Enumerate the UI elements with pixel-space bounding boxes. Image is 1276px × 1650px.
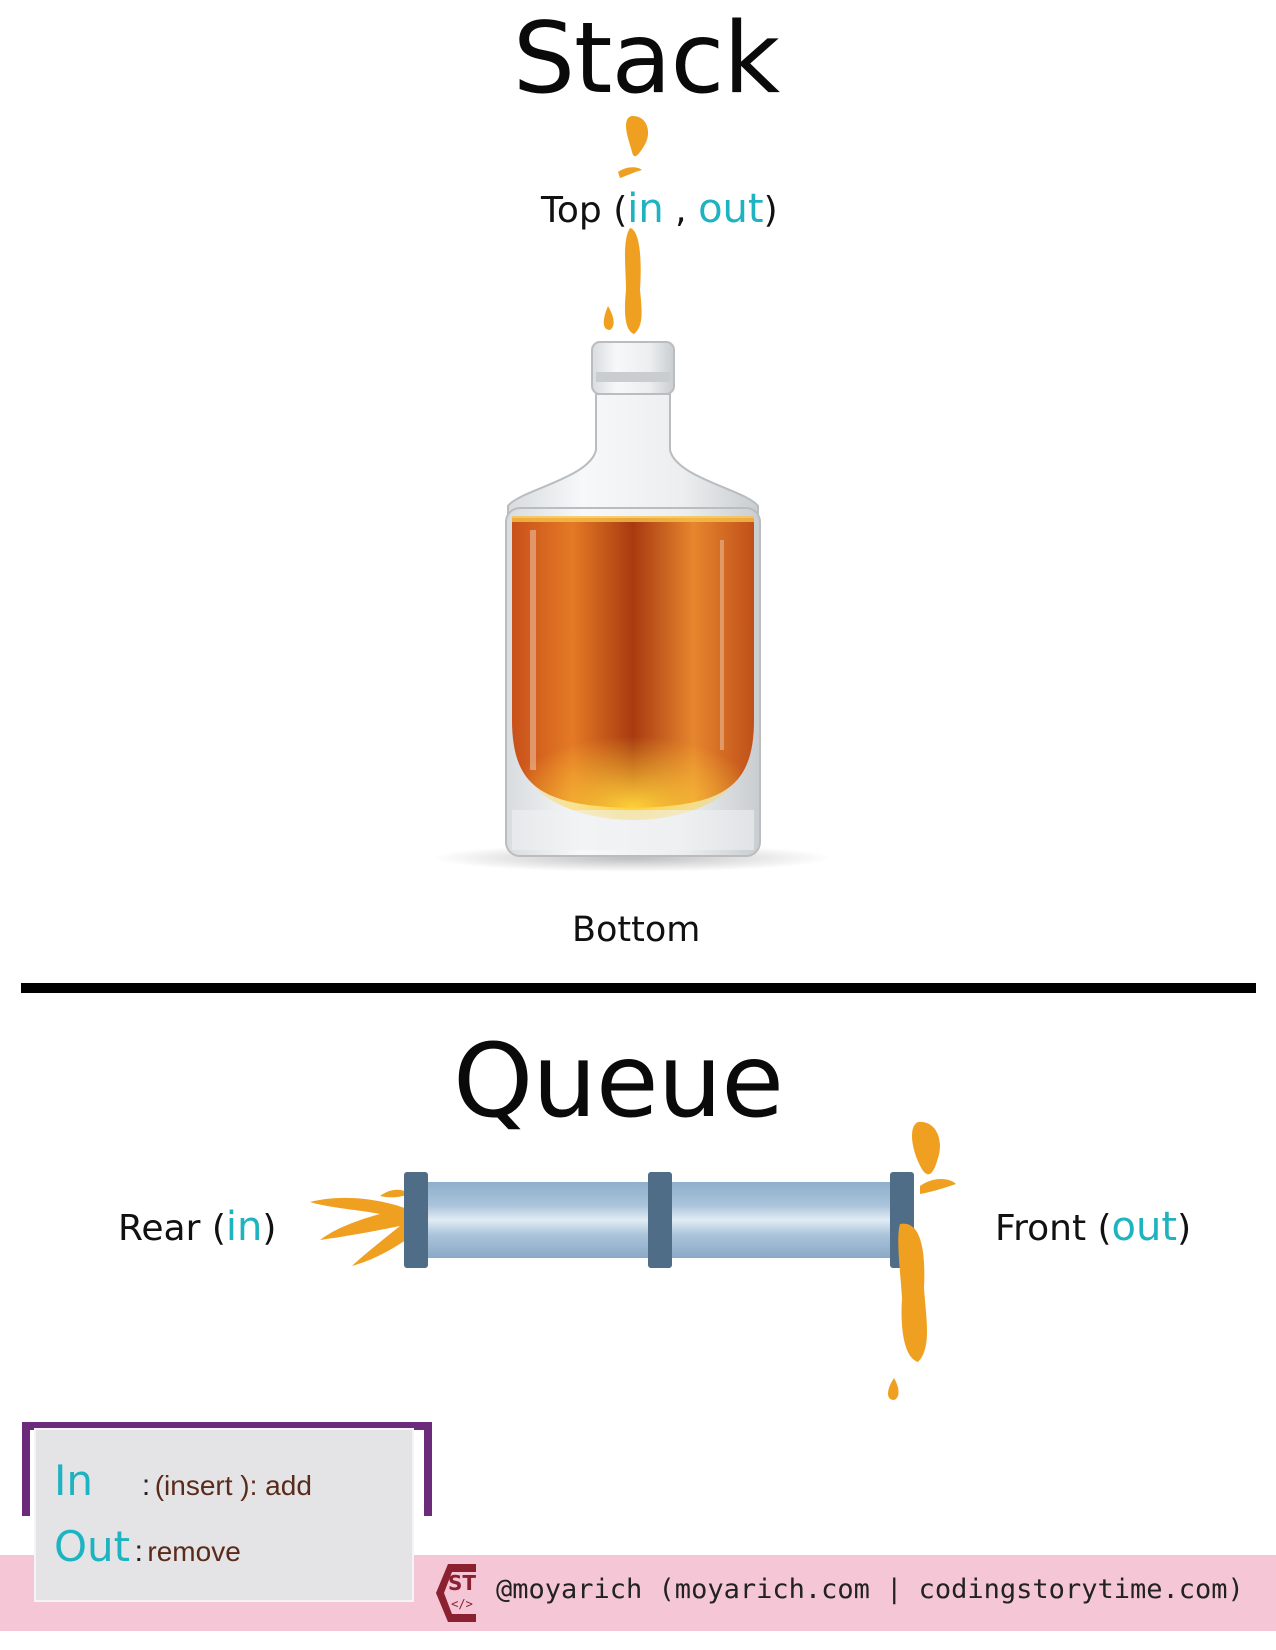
pour-stream [624, 228, 642, 334]
stack-bottom-label: Bottom [572, 910, 701, 950]
legend-row-out: Out : remove [54, 1522, 241, 1571]
logo-code: </> [451, 1597, 473, 1611]
splash-drop-small [618, 167, 642, 178]
logo-text: ST [448, 1571, 476, 1595]
top-label-out: out [698, 186, 764, 232]
stack-title: Stack [512, 2, 780, 116]
legend-in-colon: : [141, 1469, 151, 1502]
queue-front-label: Front (out) [995, 1204, 1191, 1250]
front-label-prefix: Front ( [995, 1208, 1112, 1249]
footer-credit: @moyarich (moyarich.com | codingstorytim… [496, 1574, 1244, 1605]
legend-out-desc: remove [147, 1536, 241, 1567]
legend-frame [22, 1422, 432, 1516]
legend-box: In : (insert ): add Out : remove [34, 1428, 414, 1602]
legend-out-colon: : [134, 1535, 143, 1568]
top-label-sep: , [663, 190, 699, 231]
legend-out-key: Out [54, 1522, 131, 1571]
splash-drop-top [626, 116, 649, 157]
queue-rear-label: Rear (in) [118, 1204, 276, 1250]
section-divider [21, 983, 1256, 993]
splash-front-top [912, 1121, 940, 1175]
legend-in-desc: (insert ): add [154, 1470, 312, 1501]
stack-top-label: Top (in , out) [541, 186, 778, 232]
bottle-illustration [432, 116, 832, 872]
rear-label-in: in [225, 1204, 263, 1250]
codingstorytime-logo-icon: ST </> [436, 1564, 476, 1622]
legend-row-in: In : (insert ): add [54, 1456, 312, 1505]
front-label-out: out [1111, 1204, 1178, 1250]
splash-drop-side [603, 306, 614, 330]
front-label-suffix: ) [1177, 1208, 1192, 1249]
splash-front-stream [898, 1223, 927, 1362]
splash-rear [310, 1197, 412, 1266]
rear-label-prefix: Rear ( [118, 1208, 226, 1249]
top-label-prefix: Top ( [541, 190, 628, 231]
queue-title: Queue [452, 1022, 784, 1141]
rear-label-suffix: ) [262, 1208, 277, 1249]
top-label-suffix: ) [763, 190, 778, 231]
legend-in-key: In [54, 1456, 94, 1505]
pipe-illustration [310, 1121, 956, 1400]
top-label-in: in [627, 186, 664, 232]
